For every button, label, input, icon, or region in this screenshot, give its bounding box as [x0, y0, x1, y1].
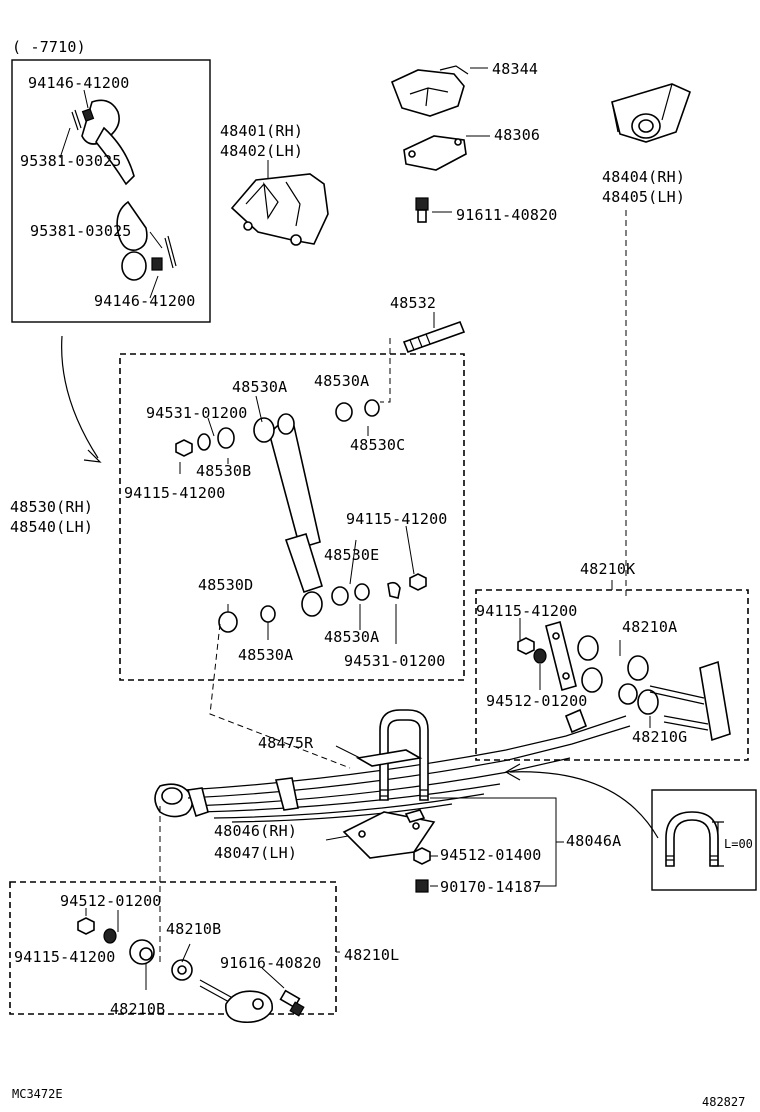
shock-absorber-box: [119, 312, 466, 681]
label-48540LH: 48540(LH): [10, 518, 93, 536]
label-48530A-2: 48530A: [314, 372, 369, 390]
label-48405: 48405(LH): [602, 188, 685, 206]
label-48530A-3: 48530A: [238, 646, 293, 664]
label-48530D: 48530D: [198, 576, 253, 594]
label-48047: 48047(LH): [214, 844, 297, 862]
label-48404: 48404(RH): [602, 168, 685, 186]
leaf-spring: [154, 623, 659, 962]
label-48475R: 48475R: [258, 734, 314, 752]
label-48402: 48402(LH): [220, 142, 303, 160]
label-48210B-2: 48210B: [110, 1000, 165, 1018]
label-48344: 48344: [492, 60, 538, 78]
shackle-kit-box: [475, 580, 749, 761]
label-48306: 48306: [494, 126, 540, 144]
shackle-kit-lower-box: [9, 881, 340, 1024]
label-94115-41200-d: 94115-41200: [14, 948, 116, 966]
label-range-note: ( -7710): [12, 38, 86, 56]
label-94531-01200-a: 94531-01200: [146, 404, 248, 422]
label-48530C: 48530C: [350, 436, 405, 454]
label-48530A-4: 48530A: [324, 628, 379, 646]
label-48530RH: 48530(RH): [10, 498, 93, 516]
label-48401: 48401(RH): [220, 122, 303, 140]
label-48210G: 48210G: [632, 728, 687, 746]
inset-shackle-box: [11, 59, 211, 323]
label-91611-40820: 91611-40820: [456, 206, 558, 224]
label-94146-41200-b: 94146-41200: [94, 292, 196, 310]
bracket-48401: [230, 160, 329, 246]
label-48046A: 48046A: [566, 832, 621, 850]
label-94531-01200-b: 94531-01200: [344, 652, 446, 670]
label-94512-01200-b: 94512-01200: [60, 892, 162, 910]
label-48210B-1: 48210B: [166, 920, 221, 938]
inset-arrow-head: [83, 449, 102, 463]
label-94512-01200-a: 94512-01200: [486, 692, 588, 710]
label-48532: 48532: [390, 294, 436, 312]
plate-48306: [403, 135, 490, 171]
ubolt-length-inset: [651, 789, 757, 891]
hanger-48404: [611, 83, 691, 143]
bolt-91611-40820: [415, 197, 452, 223]
label-94115-41200-a: 94115-41200: [124, 484, 226, 502]
inset-arrow: [61, 335, 99, 459]
label-95381-03025-a: 95381-03025: [20, 152, 122, 170]
label-48210L: 48210L: [344, 946, 399, 964]
label-48046: 48046(RH): [214, 822, 297, 840]
diagram-code-right: 482827: [702, 1095, 745, 1109]
label-94115-41200-b: 94115-41200: [346, 510, 448, 528]
label-48530A-1: 48530A: [232, 378, 287, 396]
diagram-code-left: MC3472E: [12, 1087, 63, 1101]
label-48210K: 48210K: [580, 560, 635, 578]
label-95381-03025-b: 95381-03025: [30, 222, 132, 240]
label-94115-41200-c: 94115-41200: [476, 602, 578, 620]
label-90170-14187: 90170-14187: [440, 878, 542, 896]
bracket-48344: [390, 65, 488, 117]
label-inset-dimension: L=00: [724, 837, 753, 851]
label-94512-01400: 94512-01400: [440, 846, 542, 864]
label-94146-41200-a: 94146-41200: [28, 74, 130, 92]
label-91616-40820: 91616-40820: [220, 954, 322, 972]
label-48530E: 48530E: [324, 546, 379, 564]
label-48530B: 48530B: [196, 462, 251, 480]
label-48210A: 48210A: [622, 618, 677, 636]
